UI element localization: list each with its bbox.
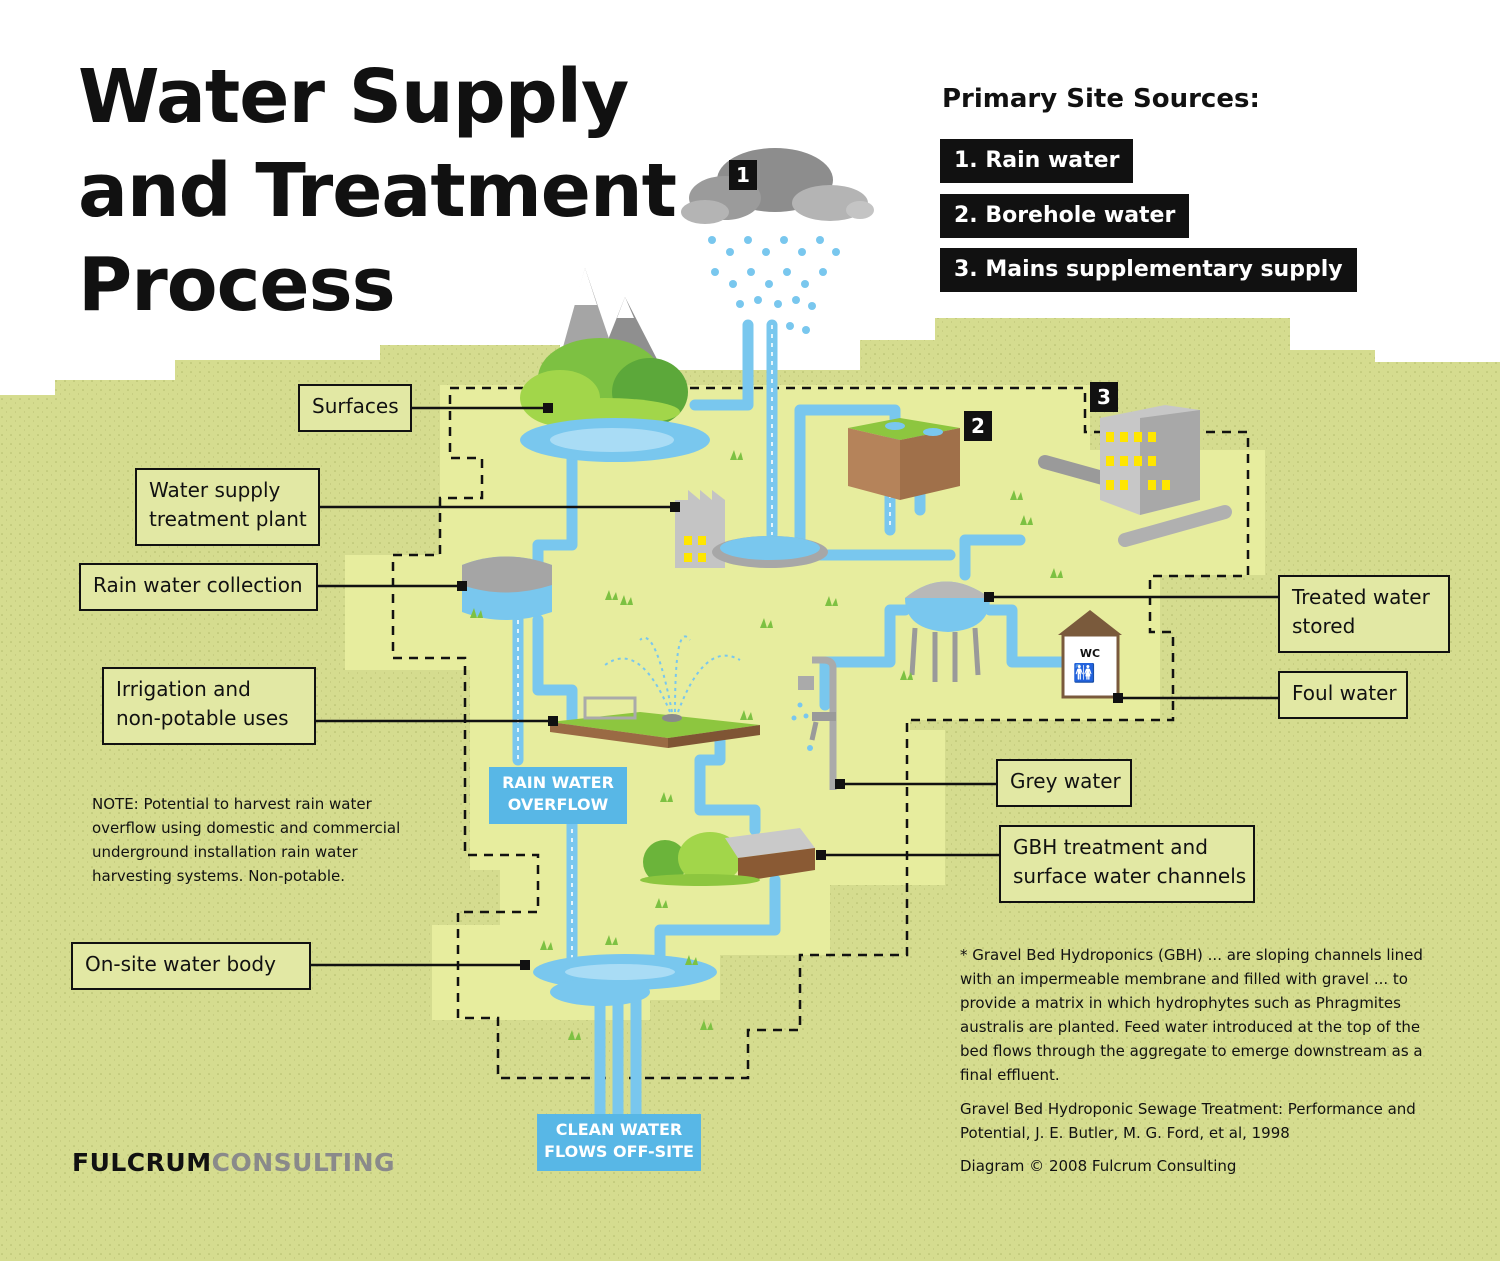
grass-tufts [470, 450, 1063, 1040]
fulcrum-logo: FULCRUMCONSULTING [72, 1148, 395, 1177]
treatment-plant [675, 490, 828, 568]
tag-overflow-line-1: RAIN WATER [502, 773, 614, 792]
label-gbh-line-1: GBH treatment and [1013, 835, 1208, 859]
label-treatment-plant-line-2: treatment plant [149, 507, 307, 531]
logo-part-2: CONSULTING [211, 1148, 396, 1177]
tag-clean-line-1: CLEAN WATER [555, 1120, 683, 1139]
tag-clean-line-2: FLOWS OFF-SITE [544, 1142, 694, 1161]
green-hills [520, 338, 688, 426]
label-treatment-plant-line-1: Water supply [149, 478, 281, 502]
tag-clean-water-off-site: CLEAN WATER FLOWS OFF-SITE [537, 1114, 701, 1171]
tag-overflow-line-2: OVERFLOW [507, 795, 609, 814]
rain-cloud [681, 148, 874, 224]
connector-dots [457, 403, 1123, 970]
label-on-site-water-body-text: On-site water body [85, 952, 276, 976]
label-rain-water-collection: Rain water collection [79, 563, 318, 611]
label-treated-water-stored: Treated water stored [1278, 575, 1450, 653]
sources-heading: Primary Site Sources: [942, 84, 1260, 114]
rain-collection-tank [462, 556, 552, 620]
label-irrigation-line-2: non-potable uses [116, 706, 289, 730]
title-line-2: and Treatment [78, 148, 677, 234]
badge-mains-supply: 3 [1090, 382, 1118, 412]
source-mains-supply: 3. Mains supplementary supply [940, 248, 1357, 292]
label-irrigation-line-1: Irrigation and [116, 677, 251, 701]
label-rain-water-collection-text: Rain water collection [93, 573, 303, 597]
rain-drops [708, 236, 840, 334]
label-gbh-treatment: GBH treatment and surface water channels [999, 825, 1255, 903]
irrigation-bed [550, 696, 760, 748]
label-treatment-plant: Water supply treatment plant [135, 468, 320, 546]
fountain-spray [604, 635, 741, 713]
source-borehole-water: 2. Borehole water [940, 194, 1190, 238]
tag-rain-water-overflow: RAIN WATER OVERFLOW [489, 767, 627, 824]
gbh-definition: * Gravel Bed Hydroponics (GBH) ... are s… [960, 946, 1423, 1084]
borehole [848, 418, 960, 500]
label-irrigation: Irrigation and non-potable uses [102, 667, 316, 745]
note-rain-harvesting: NOTE: Potential to harvest rain water ov… [92, 795, 401, 885]
citation: Gravel Bed Hydroponic Sewage Treatment: … [960, 1100, 1416, 1142]
copyright: Diagram © 2008 Fulcrum Consulting [960, 1157, 1237, 1175]
badge-rain-water: 1 [729, 160, 757, 190]
title-line-3: Process [78, 242, 396, 328]
label-surfaces: Surfaces [298, 384, 412, 432]
wc-building [1058, 610, 1122, 699]
label-treated-water-line-2: stored [1292, 614, 1356, 638]
label-treated-water-line-1: Treated water [1292, 585, 1430, 609]
label-gbh-line-2: surface water channels [1013, 864, 1247, 888]
mains-building [1038, 405, 1232, 547]
label-grey-water: Grey water [996, 759, 1132, 807]
source-rain-water: 1. Rain water [940, 139, 1134, 183]
label-grey-water-text: Grey water [1010, 769, 1121, 793]
wc-people-icon: 🚻 [1073, 663, 1096, 684]
label-foul-water: Foul water [1278, 671, 1408, 719]
wc-sign: WC [1079, 647, 1101, 660]
page-title: Water Supply and Treatment Process [78, 50, 677, 332]
title-line-1: Water Supply [78, 54, 629, 140]
grey-water-tap [791, 656, 837, 790]
label-surfaces-text: Surfaces [312, 394, 399, 418]
badge-borehole-water: 2 [964, 411, 992, 441]
logo-part-1: FULCRUM [72, 1148, 212, 1177]
connector-lines [311, 406, 1280, 967]
label-foul-water-text: Foul water [1292, 681, 1397, 705]
treated-water-tower [909, 627, 981, 682]
label-on-site-water-body: On-site water body [71, 942, 311, 990]
gbh-channel [640, 828, 815, 886]
